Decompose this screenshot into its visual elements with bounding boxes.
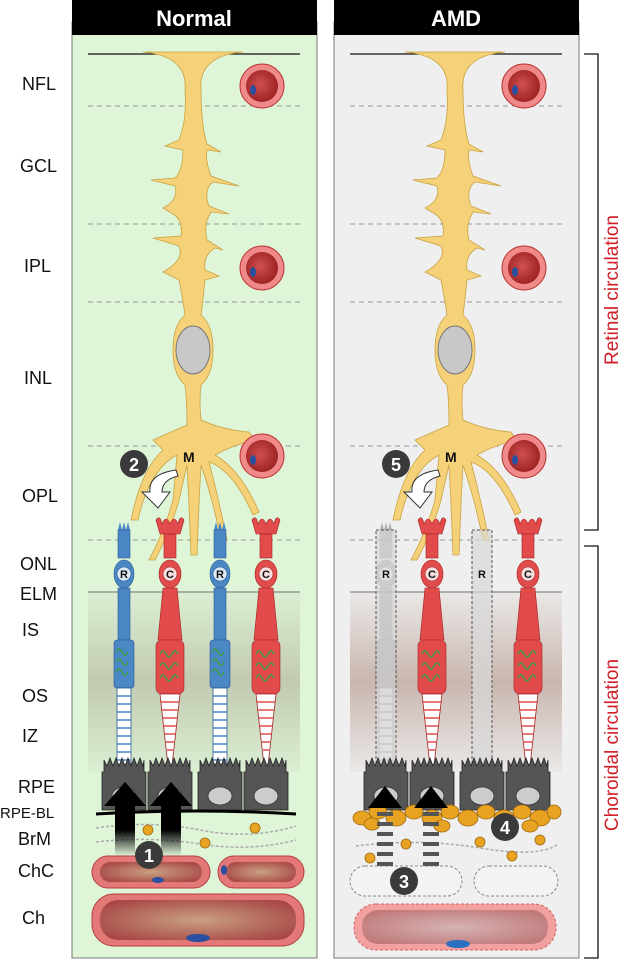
rpe-cell [459, 757, 505, 811]
retinal-circulation-label: Retinal circulation [602, 215, 623, 365]
retinal-vessel [501, 245, 547, 291]
retinal-circulation-bracket: Retinal circulation [584, 53, 623, 531]
cone-label: C [524, 569, 532, 581]
amd-panel: AMD M R C R C [333, 0, 580, 959]
amd-panel-title: AMD [431, 6, 481, 31]
layer-label-rpe-bl: RPE-BL [0, 805, 54, 822]
retinal-vessel [501, 63, 547, 109]
cone-label: C [166, 569, 174, 581]
rod-label: R [382, 569, 390, 581]
lipid-droplet [199, 837, 211, 849]
lipid-droplet [364, 852, 376, 864]
layer-label-rpe: RPE [18, 777, 55, 797]
retinal-vessel [239, 433, 285, 479]
svg-text:4: 4 [500, 818, 510, 838]
layer-label-is: IS [22, 620, 39, 640]
lipid-droplet [400, 838, 412, 850]
curved-arrow-icon [140, 469, 179, 509]
normal-panel-title: Normal [156, 6, 232, 31]
retinal-vessel [501, 433, 547, 479]
lipid-droplet [474, 836, 486, 848]
lipid-droplet [249, 822, 261, 834]
transport-arrow [104, 782, 192, 856]
svg-text:5: 5 [391, 455, 401, 475]
normal-panel: Normal M R C R C [71, 0, 318, 959]
layer-label-chc: ChC [18, 861, 54, 881]
badge-4: 4 [491, 813, 519, 841]
curved-arrow-icon [402, 469, 441, 509]
cone-label: C [262, 569, 270, 581]
retinal-vessel [239, 245, 285, 291]
rod-label: R [216, 569, 224, 581]
layer-labels: NFL GCL IPL INL OPL ONL ELM IS OS IZ RPE… [0, 74, 58, 928]
badge-1: 1 [135, 841, 163, 869]
cone-label: C [428, 569, 436, 581]
impaired-transport-arrow [368, 786, 448, 866]
svg-text:1: 1 [144, 846, 154, 866]
rpe-cell [505, 757, 551, 811]
badge-5: 5 [382, 450, 410, 478]
svg-text:3: 3 [399, 872, 409, 892]
muller-label: M [183, 449, 195, 465]
muller-label: M [445, 449, 457, 465]
lipid-droplet [142, 824, 154, 836]
rod-label: R [120, 569, 128, 581]
layer-label-opl: OPL [22, 486, 58, 506]
lipid-droplet [534, 834, 546, 846]
svg-text:2: 2 [129, 455, 139, 475]
layer-label-inl: INL [24, 368, 52, 388]
badge-3: 3 [390, 867, 418, 895]
rpe-cell [197, 757, 243, 811]
layer-label-ipl: IPL [24, 256, 51, 276]
retinal-vessel [239, 63, 285, 109]
layer-label-onl: ONL [20, 554, 57, 574]
layer-label-iz: IZ [22, 726, 38, 746]
choroidal-circulation-bracket: Choroidal circulation [584, 545, 623, 959]
layer-label-gcl: GCL [20, 156, 57, 176]
layer-label-brm: BrM [18, 829, 51, 849]
choroidal-circulation-label: Choroidal circulation [602, 659, 623, 831]
lipid-droplet [506, 850, 518, 862]
layer-label-ch: Ch [22, 908, 45, 928]
badge-2: 2 [120, 450, 148, 478]
layer-label-elm: ELM [20, 584, 57, 604]
rpe-cell [243, 757, 289, 811]
layer-label-nfl: NFL [22, 74, 56, 94]
layer-label-os: OS [22, 686, 48, 706]
rod-label: R [478, 569, 486, 581]
